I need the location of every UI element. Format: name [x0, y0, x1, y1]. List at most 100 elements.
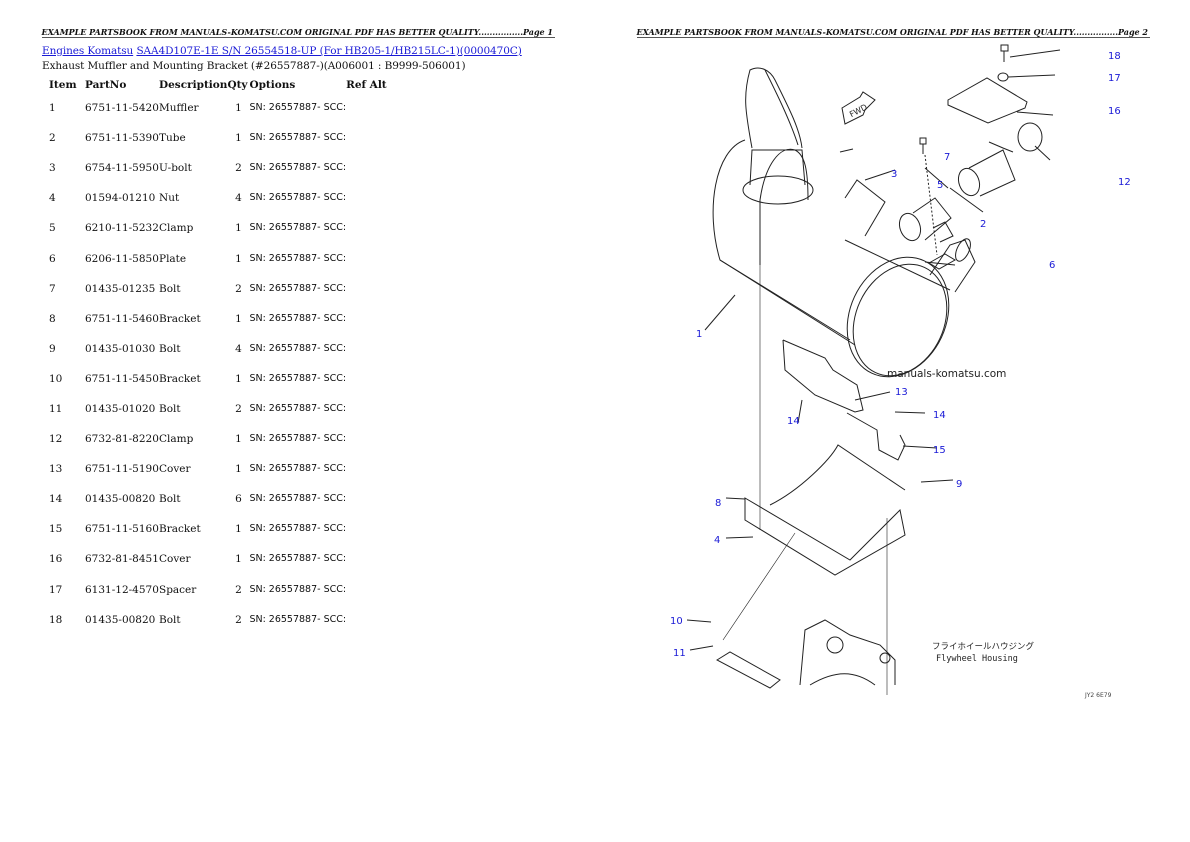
- callout-14a: 14: [787, 416, 800, 427]
- options-cell: SN: 26557887- SCC:: [249, 222, 347, 234]
- callout-9: 9: [956, 479, 962, 490]
- watermark: manuals-komatsu.com: [887, 368, 1006, 380]
- parts-table: Item PartNo Description Qty Options Ref …: [42, 76, 406, 635]
- callout-2: 2: [980, 219, 986, 230]
- item-cell: 4: [49, 192, 56, 205]
- section-title: Exhaust Muffler and Mounting Bracket (#2…: [42, 60, 466, 72]
- housing-label-en: Flywheel Housing: [936, 654, 1018, 664]
- callout-7: 7: [944, 152, 950, 163]
- options-cell: SN: 26557887- SCC:: [249, 162, 347, 174]
- description-cell: U-bolt: [159, 162, 192, 175]
- callout-11: 11: [673, 648, 686, 659]
- ref-alt-cell: [346, 544, 406, 574]
- partno-cell: 01435-01020: [85, 402, 156, 415]
- page-header: EXAMPLE PARTSBOOK FROM MANUALS-KOMATSU.C…: [41, 27, 553, 37]
- table-header-row: Item PartNo Description Qty Options Ref …: [42, 76, 406, 93]
- callout-6: 6: [1049, 260, 1055, 271]
- item-cell: 12: [49, 433, 63, 446]
- partno-cell: 6751-11-5190: [85, 463, 159, 476]
- qty-cell: 1: [235, 433, 242, 446]
- description-cell: Spacer: [159, 583, 197, 596]
- qty-cell: 1: [235, 312, 242, 325]
- ref-alt-cell: [346, 93, 406, 123]
- qty-cell: 2: [235, 583, 242, 596]
- breadcrumb-link-engines[interactable]: Engines Komatsu: [42, 45, 134, 57]
- options-cell: SN: 26557887- SCC:: [249, 553, 347, 565]
- item-cell: 14: [49, 493, 63, 506]
- header-divider: [42, 37, 555, 38]
- plate-drawing: [928, 253, 956, 270]
- item-cell: 9: [49, 342, 56, 355]
- ref-alt-cell: [346, 484, 406, 514]
- partno-cell: 6732-81-8220: [85, 433, 159, 446]
- exploded-parts-diagram: 1 2 3 4 5 6 7 8 9 10 11 12 13 14 14 15 1…: [670, 44, 1131, 699]
- qty-cell: 4: [235, 342, 242, 355]
- partno-cell: 6732-81-8451: [85, 553, 159, 566]
- description-cell: Tube: [159, 132, 186, 145]
- item-cell: 3: [49, 162, 56, 175]
- description-cell: Cover: [159, 553, 191, 566]
- qty-cell: 1: [235, 102, 242, 115]
- drawing-code: JY2 6E79: [1084, 692, 1112, 699]
- callout-10: 10: [670, 616, 683, 627]
- muffler-drawing: [712, 67, 976, 378]
- options-cell: SN: 26557887- SCC:: [249, 312, 347, 324]
- item-cell: 7: [49, 282, 56, 295]
- qty-cell: 1: [235, 132, 242, 145]
- col-ref-alt: Ref Alt: [346, 78, 387, 91]
- breadcrumb-link-model[interactable]: SAA4D107E-1E S/N 26554518-UP (For HB205-…: [136, 45, 522, 57]
- callout-12: 12: [1118, 177, 1131, 188]
- description-cell: Nut: [159, 192, 180, 205]
- partno-cell: 01435-00820: [85, 493, 156, 506]
- options-cell: SN: 26557887- SCC:: [249, 613, 347, 625]
- callout-13: 13: [895, 387, 908, 398]
- qty-cell: 1: [235, 463, 242, 476]
- description-cell: Bolt: [159, 613, 181, 626]
- item-cell: 17: [49, 583, 63, 596]
- callout-18: 18: [1108, 51, 1121, 62]
- flywheel-housing-drawing: [799, 619, 896, 686]
- clamp-drawing: [898, 197, 954, 243]
- hose-clamp-drawing: [1017, 122, 1043, 152]
- callout-1: 1: [696, 329, 702, 340]
- partno-cell: 01594-01210: [85, 192, 156, 205]
- qty-cell: 6: [235, 493, 242, 506]
- partno-cell: 6751-11-5460: [85, 312, 159, 325]
- callout-16: 16: [1108, 106, 1121, 117]
- ref-alt-cell: [346, 334, 406, 364]
- col-options: Options: [249, 78, 296, 91]
- qty-cell: 2: [235, 282, 242, 295]
- options-cell: SN: 26557887- SCC:: [249, 433, 347, 445]
- page-2: EXAMPLE PARTSBOOK FROM MANUALS-KOMATSU.C…: [595, 0, 1190, 842]
- callout-15: 15: [933, 445, 946, 456]
- partno-cell: 6751-11-5450: [85, 372, 159, 385]
- item-cell: 6: [49, 252, 56, 265]
- callout-5: 5: [937, 180, 943, 191]
- description-cell: Clamp: [159, 222, 194, 235]
- qty-cell: 1: [235, 222, 242, 235]
- ref-alt-cell: [346, 243, 406, 273]
- callout-3: 3: [891, 169, 897, 180]
- callout-8: 8: [715, 498, 721, 509]
- qty-cell: 1: [235, 372, 242, 385]
- partno-cell: 01435-01030: [85, 342, 156, 355]
- description-cell: Bracket: [159, 372, 201, 385]
- page-header: EXAMPLE PARTSBOOK FROM MANUALS-KOMATSU.C…: [636, 27, 1148, 37]
- col-description: Description: [159, 78, 228, 91]
- qty-cell: 2: [235, 162, 242, 175]
- options-cell: SN: 26557887- SCC:: [249, 372, 347, 384]
- options-cell: SN: 26557887- SCC:: [249, 282, 347, 294]
- partno-cell: 6131-12-4570: [85, 583, 159, 596]
- ref-alt-cell: [346, 304, 406, 334]
